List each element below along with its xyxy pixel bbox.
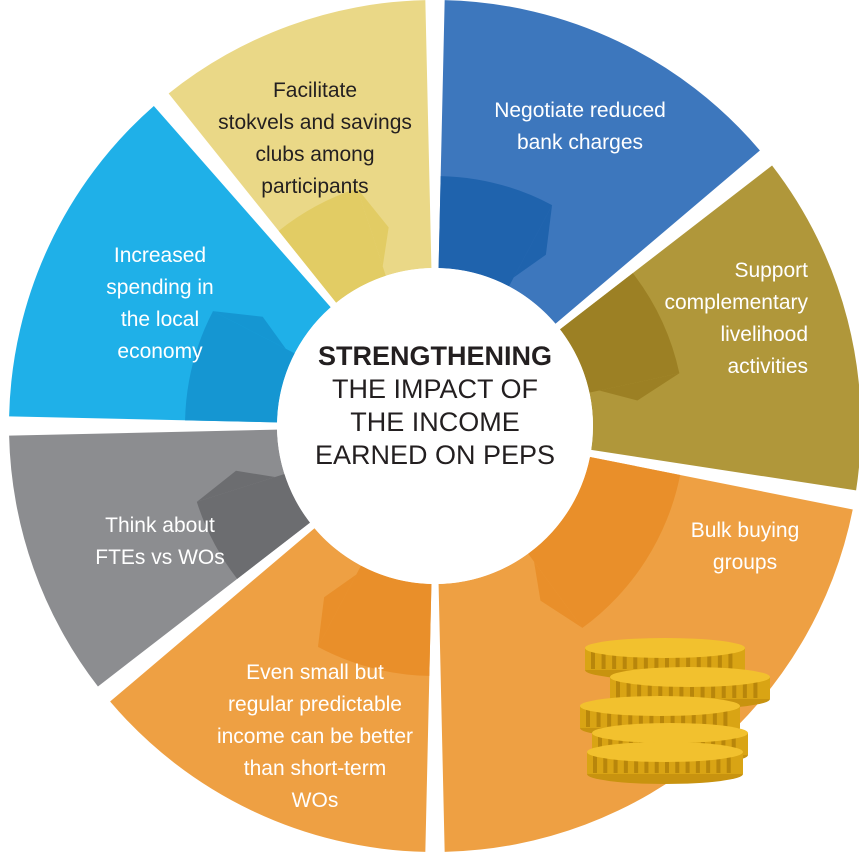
segment-label-ftes-vs-wos: Think about FTEs vs WOs: [60, 510, 260, 574]
center-title-line-3: EARNED ON PEPS: [314, 440, 556, 470]
segment-label-line: the local: [120, 308, 200, 331]
segment-label-negotiate-bank-charges: Negotiate reduced bank charges: [455, 95, 705, 159]
segment-label-line: regular predictable: [228, 693, 402, 716]
segment-arrow-negotiate-bank-charges: [513, 205, 553, 278]
segment-label-line: complementary: [664, 291, 808, 314]
segment-label-line: bank charges: [516, 131, 644, 154]
segment-label-bulk-buying: Bulk buying groups: [650, 515, 840, 579]
segment-label-line: Negotiate reduced: [494, 99, 666, 122]
segment-label-line: groups: [712, 551, 778, 574]
segment-label-line: Support: [734, 259, 808, 282]
segment-accent-regular-income: [317, 565, 432, 676]
segment-arrow-stokvels: [357, 188, 389, 267]
segment-label-line: livelihood: [720, 323, 808, 346]
center-title-bold: STRENGTHENING: [317, 341, 552, 371]
segment-label-complementary-livelihood: Support complementary livelihood activit…: [610, 255, 840, 383]
segment-label-line: WOs: [291, 789, 339, 812]
coin: [587, 742, 743, 784]
segment-arrow-complementary-livelihood: [599, 373, 680, 401]
segment-arrow-regular-income: [317, 574, 357, 647]
center-title: STRENGTHENING THE IMPACT OF THE INCOME E…: [280, 340, 590, 472]
segment-complementary-livelihood: [560, 165, 859, 491]
segment-accent-complementary-livelihood: [560, 273, 680, 393]
center-title-line-2: THE INCOME: [350, 407, 520, 437]
segment-accent-local-spending: [185, 311, 295, 423]
segment-label-line: Increased: [113, 244, 207, 267]
segment-label-line: than short-term: [243, 757, 387, 780]
segment-label-line: Facilitate: [272, 79, 358, 102]
segment-label-line: participants: [261, 175, 369, 198]
segment-label-line: income can be better: [216, 725, 414, 748]
coin-stack-icon: [580, 638, 770, 784]
segment-label-line: economy: [117, 340, 203, 363]
segment-label-line: Even small but: [246, 661, 384, 684]
segment-label-line: stokvels and savings: [218, 111, 412, 134]
segment-accent-negotiate-bank-charges: [438, 176, 553, 287]
segment-label-line: spending in: [106, 276, 214, 299]
segment-arrow-ftes-vs-wos: [196, 470, 275, 502]
segment-label-line: activities: [727, 355, 808, 378]
center-title-line-1: THE IMPACT OF: [331, 374, 538, 404]
segment-label-line: Bulk buying: [690, 519, 800, 542]
segment-accent-bulk-buying: [528, 456, 681, 628]
segment-label-line: FTEs vs WOs: [95, 546, 225, 569]
segment-label-stokvels: Facilitate stokvels and savings clubs am…: [190, 75, 440, 203]
segment-label-line: clubs among: [255, 143, 375, 166]
segment-label-regular-income: Even small but regular predictable incom…: [190, 657, 440, 817]
center-circle: [277, 268, 593, 584]
segment-label-line: Think about: [105, 514, 215, 537]
segment-arrow-bulk-buying: [534, 561, 583, 628]
segment-accent-ftes-vs-wos: [196, 473, 310, 579]
segment-arrow-local-spending: [212, 311, 286, 349]
segment-label-local-spending: Increased spending in the local economy: [85, 240, 235, 368]
segment-accent-stokvels: [278, 188, 386, 303]
